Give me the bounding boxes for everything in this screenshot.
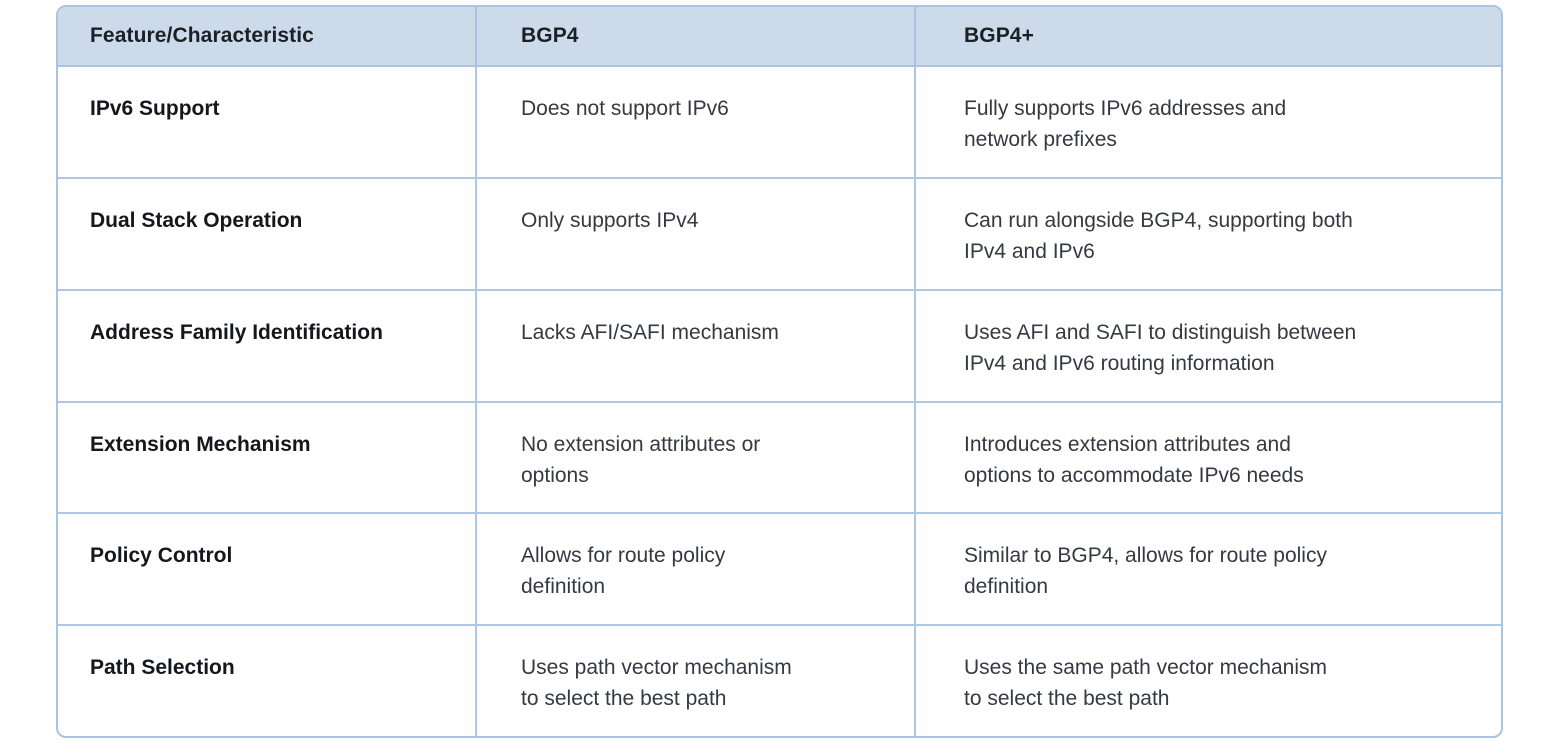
feature-cell: Policy Control bbox=[58, 513, 477, 627]
bgp4-cell: Allows for route policy definition bbox=[476, 513, 916, 627]
bgp4plus-cell: Uses AFI and SAFI to distinguish between… bbox=[915, 289, 1501, 403]
feature-cell: Extension Mechanism bbox=[58, 401, 477, 515]
bgp4plus-cell: Can run alongside BGP4, supporting both … bbox=[915, 177, 1501, 291]
table-row: IPv6 Support Does not support IPv6 Fully… bbox=[58, 66, 1501, 179]
bgp4plus-cell: Introduces extension attributes and opti… bbox=[915, 401, 1501, 515]
bgp4plus-cell: Fully supports IPv6 addresses and networ… bbox=[915, 66, 1501, 179]
table-row: Address Family Identification Lacks AFI/… bbox=[58, 289, 1501, 403]
feature-cell: Path Selection bbox=[58, 625, 477, 736]
column-header-bgp4plus: BGP4+ bbox=[915, 7, 1501, 67]
feature-cell: IPv6 Support bbox=[58, 66, 477, 179]
comparison-table: Feature/Characteristic BGP4 BGP4+ IPv6 S… bbox=[58, 7, 1501, 736]
header-row: Feature/Characteristic BGP4 BGP4+ bbox=[58, 7, 1501, 67]
feature-cell: Dual Stack Operation bbox=[58, 177, 477, 291]
bgp-comparison-table: Feature/Characteristic BGP4 BGP4+ IPv6 S… bbox=[56, 5, 1503, 738]
feature-cell: Address Family Identification bbox=[58, 289, 477, 403]
table-row: Policy Control Allows for route policy d… bbox=[58, 513, 1501, 627]
column-header-bgp4: BGP4 bbox=[476, 7, 916, 67]
table-row: Extension Mechanism No extension attribu… bbox=[58, 401, 1501, 515]
bgp4plus-cell: Similar to BGP4, allows for route policy… bbox=[915, 513, 1501, 627]
table-row: Path Selection Uses path vector mechanis… bbox=[58, 625, 1501, 736]
column-header-feature: Feature/Characteristic bbox=[58, 7, 477, 67]
bgp4-cell: Uses path vector mechanism to select the… bbox=[476, 625, 916, 736]
bgp4plus-cell: Uses the same path vector mechanism to s… bbox=[964, 656, 1327, 711]
table-body: IPv6 Support Does not support IPv6 Fully… bbox=[58, 66, 1501, 736]
table-row: Dual Stack Operation Only supports IPv4 … bbox=[58, 177, 1501, 291]
bgp4-cell: Does not support IPv6 bbox=[476, 66, 916, 179]
bgp4-cell: Only supports IPv4 bbox=[476, 177, 916, 291]
bgp4-cell: Lacks AFI/SAFI mechanism bbox=[476, 289, 916, 403]
bgp4-cell: No extension attributes or options bbox=[476, 401, 916, 515]
